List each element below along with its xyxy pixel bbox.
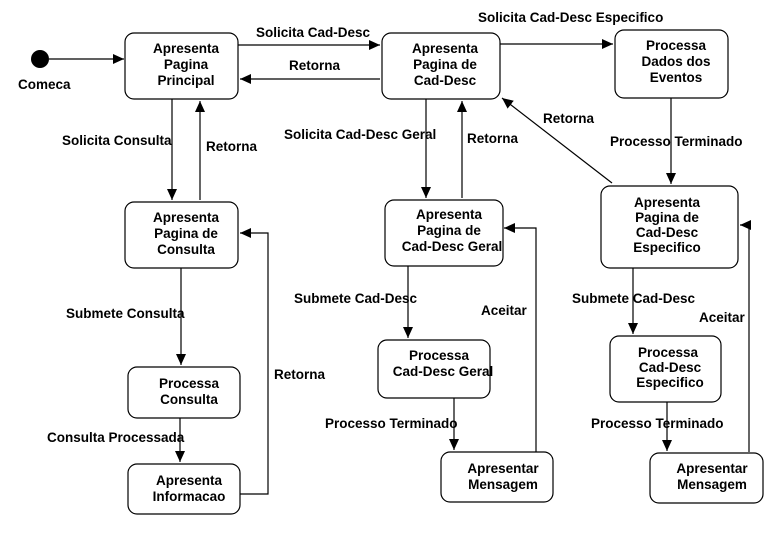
label-solicita-consulta: Solicita Consulta [62,133,172,148]
svg-text:Apresentar: Apresentar [467,461,539,476]
label-solicita-cad-desc: Solicita Cad-Desc [256,25,371,40]
svg-text:Informacao: Informacao [153,489,226,504]
edge-retorna-informacao [240,228,269,495]
svg-text:Cad-Desc: Cad-Desc [414,73,477,88]
svg-text:Cad-Desc: Cad-Desc [639,360,702,375]
svg-text:Apresenta: Apresenta [412,41,479,56]
label-aceitar-espec: Aceitar [699,310,746,325]
svg-text:Pagina de: Pagina de [635,210,699,225]
state-apresenta-informacao: Apresenta Informacao [127,463,241,515]
edge-retorna-espec [501,97,613,184]
svg-text:Eventos: Eventos [650,70,703,85]
svg-text:Especifico: Especifico [633,240,701,255]
svg-text:Pagina de: Pagina de [154,226,218,241]
svg-text:Cad-Desc Geral: Cad-Desc Geral [393,364,494,379]
label-solicita-geral: Solicita Cad-Desc Geral [284,127,436,142]
label-submete-consulta: Submete Consulta [66,306,185,321]
label-retorna-informacao: Retorna [274,367,325,382]
svg-text:Cad-Desc Geral: Cad-Desc Geral [402,239,503,254]
label-terminado-geral: Processo Terminado [325,416,458,431]
svg-text:Consulta: Consulta [157,242,215,257]
state-pagina-cad-desc-especifico: Apresenta Pagina de Cad-Desc Especifico [600,185,739,269]
label-retorna-principal: Retorna [289,58,340,73]
label-retorna-espec: Retorna [543,111,594,126]
initial-label: Comeca [18,77,71,92]
svg-text:Pagina de: Pagina de [417,223,481,238]
label-submete-espec: Submete Cad-Desc [572,291,696,306]
svg-text:Mensagem: Mensagem [468,477,538,492]
label-submete-geral: Submete Cad-Desc [294,291,418,306]
edges [49,39,751,495]
state-pagina-principal: Apresenta Pagina Principal [124,32,239,100]
transition-labels: Solicita Cad-Desc Retorna Solicita Cad-D… [47,10,746,445]
svg-text:Apresenta: Apresenta [153,210,220,225]
svg-text:Processa: Processa [409,348,470,363]
state-processa-consulta: Processa Consulta [127,366,241,419]
svg-text:Apresentar: Apresentar [676,461,748,476]
edge-aceitar-espec [740,220,751,452]
state-processa-cad-desc-geral: Processa Cad-Desc Geral [377,339,494,399]
svg-text:Principal: Principal [157,73,214,88]
label-terminado-espec: Processo Terminado [591,416,724,431]
label-retorna-consulta: Retorna [206,139,257,154]
svg-text:Mensagem: Mensagem [677,477,747,492]
state-processa-cad-desc-especifico: Processa Cad-Desc Especifico [609,335,722,403]
initial-state [31,50,49,68]
label-consulta-processada: Consulta Processada [47,430,185,445]
svg-text:Processa: Processa [159,376,220,391]
svg-text:Cad-Desc: Cad-Desc [636,225,699,240]
svg-text:Pagina: Pagina [164,57,209,72]
state-dados-eventos: Processa Dados dos Eventos [614,29,729,99]
state-pagina-cad-desc: Apresenta Pagina de Cad-Desc [381,32,501,100]
label-retorna-geral: Retorna [467,131,518,146]
svg-text:Pagina de: Pagina de [413,57,477,72]
svg-text:Dados dos: Dados dos [641,54,710,69]
label-solicita-especifico: Solicita Cad-Desc Especifico [478,10,663,25]
svg-text:Apresenta: Apresenta [634,195,701,210]
svg-text:Apresenta: Apresenta [156,473,223,488]
svg-text:Processa: Processa [646,38,707,53]
state-pagina-cad-desc-geral: Apresenta Pagina de Cad-Desc Geral [384,199,504,267]
svg-text:Especifico: Especifico [636,375,704,390]
svg-text:Apresenta: Apresenta [416,207,483,222]
state-mensagem-geral: Apresentar Mensagem [440,451,554,503]
edge-aceitar-geral [504,223,537,452]
state-mensagem-especifico: Apresentar Mensagem [649,452,764,504]
state-pagina-consulta: Apresenta Pagina de Consulta [124,201,239,269]
svg-text:Consulta: Consulta [160,392,218,407]
svg-text:Processa: Processa [638,345,699,360]
label-aceitar-geral: Aceitar [481,303,528,318]
label-terminado-eventos: Processo Terminado [610,134,743,149]
svg-text:Apresenta: Apresenta [153,41,220,56]
